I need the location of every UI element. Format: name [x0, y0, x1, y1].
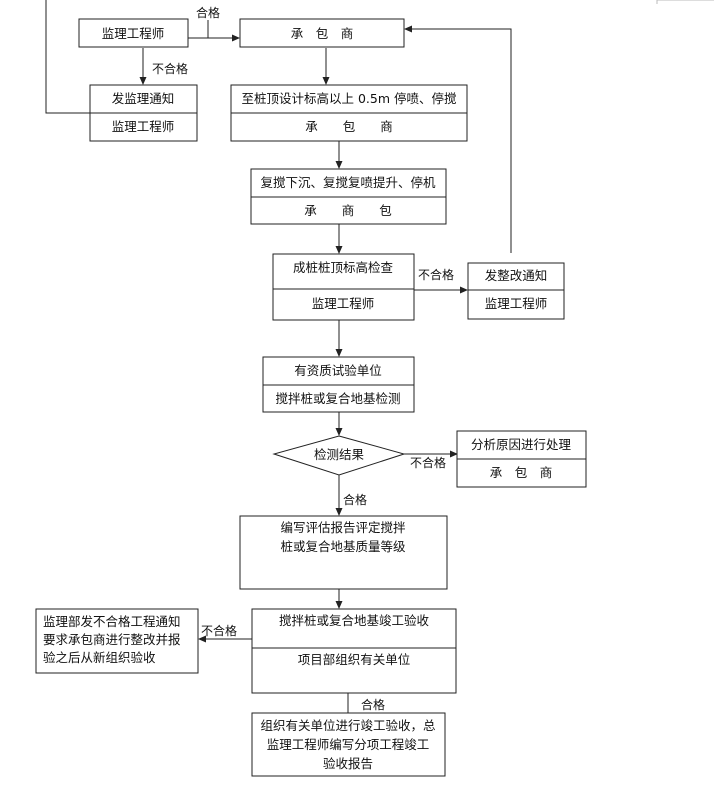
edge-label-fail-elev: 不合格 [418, 267, 454, 282]
final-box [251, 712, 446, 777]
rectify-role: 监理工程师 [485, 296, 548, 311]
report-box [239, 515, 448, 590]
loop-line-right [412, 28, 512, 253]
arrowhead [450, 450, 458, 458]
arrowhead [335, 601, 343, 609]
report-line-2: 桩或复合地基质量等级 [280, 539, 406, 554]
contractor-top-label: 承 包 商 [291, 26, 354, 41]
report-line-1: 编写评估报告评定搅拌 [280, 520, 406, 535]
notice-title: 发监理通知 [112, 91, 175, 106]
remix-title: 复搅下沉、复搅复喷提升、停机 [260, 175, 436, 190]
elevation-check-box [272, 253, 415, 321]
loop-line-left [45, 0, 90, 114]
final-line-3: 验收报告 [323, 756, 373, 771]
final-line-2: 监理工程师编写分项工程竣工 [267, 737, 430, 752]
reject-box [35, 608, 199, 674]
arrowhead [335, 508, 343, 516]
arrowhead [335, 428, 343, 436]
rectify-title: 发整改通知 [485, 268, 548, 283]
arrowhead [232, 34, 240, 42]
contractor-top-box [239, 18, 405, 48]
supervisor-top-label: 监理工程师 [102, 26, 165, 41]
arrowhead [460, 286, 468, 294]
edge-label-pass-result: 合格 [343, 492, 367, 507]
stop-role: 承 包 商 [305, 119, 393, 134]
arrowhead [335, 246, 343, 254]
acceptance-title: 搅拌桩或复合地基竣工验收 [279, 613, 430, 628]
analyze-role: 承 包 商 [490, 465, 553, 480]
lab-role: 搅拌桩或复合地基检测 [275, 391, 400, 406]
remix-role: 承 商 包 [304, 203, 392, 218]
elevation-role: 监理工程师 [312, 296, 375, 311]
arrowhead [335, 161, 343, 169]
reject-line-3: 验之后从新组织验收 [43, 650, 156, 665]
arrowhead [139, 77, 147, 85]
arrowhead [335, 349, 343, 357]
acceptance-box [251, 608, 457, 694]
reject-line-1: 监理部发不合格工程通知 [43, 614, 181, 629]
arrowhead [198, 635, 206, 643]
elevation-title: 成桩桩顶标高检查 [293, 260, 394, 275]
edge-label-pass-accept: 合格 [361, 697, 385, 712]
notice-role: 监理工程师 [112, 119, 175, 134]
arrowhead [404, 25, 412, 33]
supervisor-top-box [78, 18, 189, 48]
edge-label-pass-top: 合格 [196, 5, 220, 20]
result-label: 检测结果 [314, 447, 365, 462]
lab-title: 有资质试验单位 [294, 363, 382, 378]
analyze-title: 分析原因进行处理 [471, 437, 572, 452]
reject-line-2: 要求承包商进行整改并报 [43, 632, 181, 647]
arrowhead [322, 77, 330, 85]
edge-label-fail-accept: 不合格 [201, 623, 237, 638]
rectify-box [467, 262, 565, 320]
edge-label-fail-top: 不合格 [152, 61, 188, 76]
acceptance-role: 项目部组织有关单位 [298, 652, 411, 667]
final-line-1: 组织有关单位进行竣工验收，总 [260, 718, 435, 733]
result-diamond [272, 435, 406, 476]
edge-label-fail-result: 不合格 [410, 455, 446, 470]
stop-title: 至桩顶设计标高以上 0.5m 停喷、停搅 [241, 91, 457, 106]
